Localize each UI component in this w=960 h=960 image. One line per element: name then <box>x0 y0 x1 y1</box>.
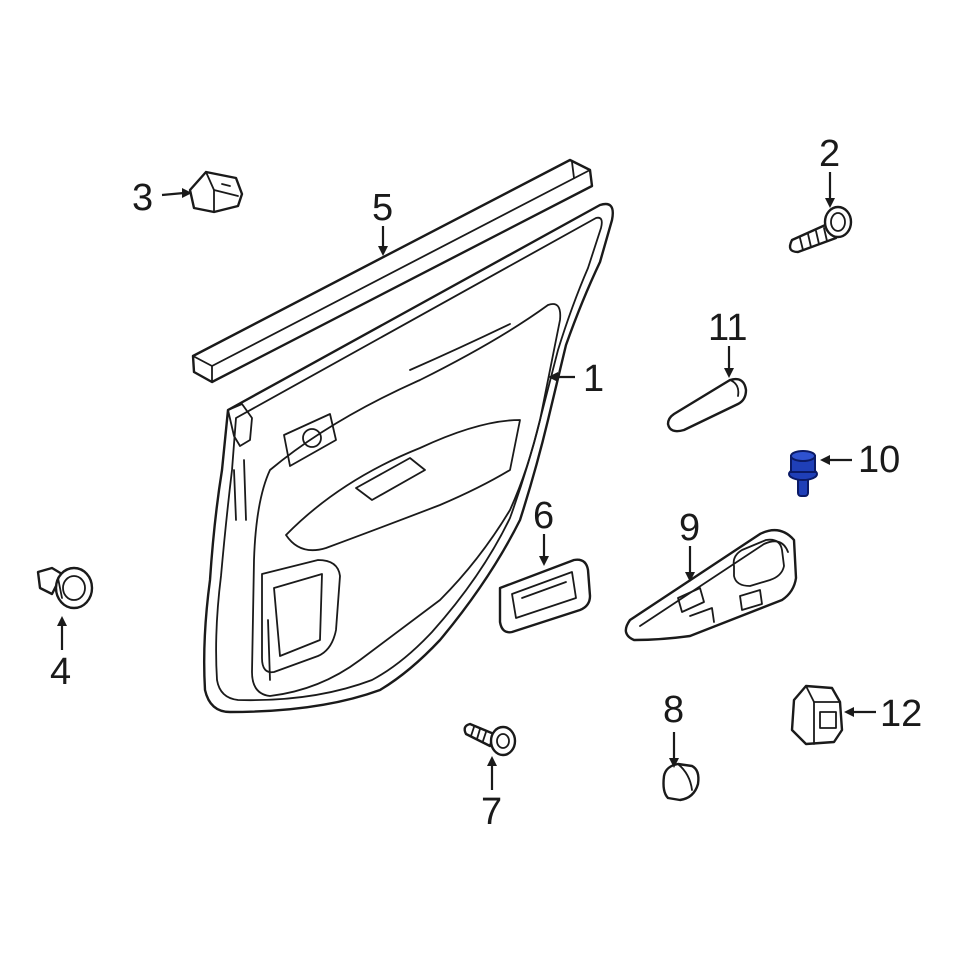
callout-5: 5 <box>372 187 393 229</box>
part-10-bolt-highlighted[interactable] <box>788 450 818 497</box>
callout-10: 10 <box>858 439 900 481</box>
part-3-clip[interactable] <box>188 170 244 214</box>
callout-3: 3 <box>132 177 153 219</box>
part-12-switch[interactable] <box>790 684 844 746</box>
part-4-push-clip[interactable] <box>36 566 94 610</box>
part-9-switch-bezel[interactable] <box>624 528 798 642</box>
callout-2: 2 <box>819 133 840 175</box>
part-6-handle-cup[interactable] <box>498 558 592 634</box>
part-8-cap[interactable] <box>662 762 700 802</box>
leader-lines <box>57 172 876 790</box>
part-7-screw[interactable] <box>463 722 517 757</box>
callout-11: 11 <box>708 307 747 349</box>
callout-6: 6 <box>533 495 554 537</box>
part-2-bolt[interactable] <box>788 205 853 254</box>
callout-4: 4 <box>50 651 71 693</box>
part-5-weatherstrip[interactable] <box>191 158 594 384</box>
callout-8: 8 <box>663 689 684 731</box>
part-11-pad[interactable] <box>666 377 748 433</box>
callout-1: 1 <box>583 358 604 400</box>
callout-7: 7 <box>481 791 502 833</box>
callout-12: 12 <box>880 693 922 735</box>
callout-9: 9 <box>679 507 700 549</box>
part-1-door-trim-panel[interactable] <box>202 202 614 714</box>
